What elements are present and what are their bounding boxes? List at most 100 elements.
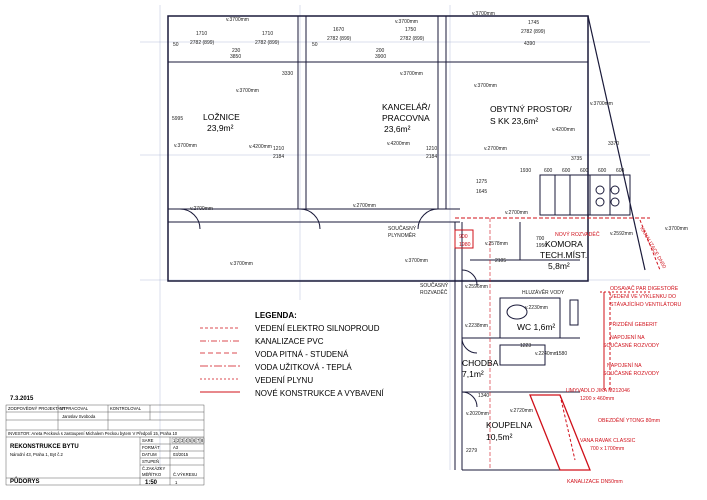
dim-label: 3330 (282, 71, 293, 77)
note-napojeni: SOUČASNÉ ROZVODY (603, 342, 660, 349)
height-label: v.2240mm (535, 351, 558, 357)
height-label: v.2596mm (465, 284, 488, 290)
dim-label: 1223 (520, 343, 531, 349)
tb-investor: INVESTOR: Aneta Pecková s zastoupení Mic… (8, 431, 178, 436)
height-label: v.2238mm (465, 323, 488, 329)
height-label: v.2700mm (505, 210, 528, 216)
note-odsavac: VEDENÍ VE VÝKLENKU DO (610, 293, 676, 300)
tb-lbl-cislo: Č.VÝKRESU (173, 472, 197, 477)
tb-val-format: A3 (173, 445, 179, 450)
height-label: v.2592mm (610, 231, 633, 237)
room-wc: WC 1,6m² (517, 322, 555, 332)
height-label: v.2700mm (484, 146, 507, 152)
note-vana: 700 x 1700mm (590, 446, 624, 452)
room-komora-name1: KOMORA (545, 239, 583, 249)
tb-drawing-name: PŮDORYS (10, 477, 39, 485)
dim-label: 2782 (899) (521, 29, 546, 35)
tb-header-projektant: ZODPOVĚDNÝ PROJEKTANT (8, 406, 66, 411)
tb-val-meritko: 1:50 (145, 480, 158, 486)
note-vana: VANA RAVAK CLASSIC (580, 438, 636, 444)
dim-label: 5995 (172, 116, 183, 122)
height-label: v.3700mm (405, 258, 428, 264)
height-label: v.2700mm (353, 203, 376, 209)
tb-author: Jaroslav Svoboda (62, 414, 96, 419)
height-labels: v.3700mm v.3700mm v.3700mm v.3700mm v.37… (174, 11, 688, 417)
dim-label: 1980 (459, 242, 471, 248)
dim-label: 4390 (524, 41, 535, 47)
height-label: v.2578mm (485, 241, 508, 247)
dim-label: 1275 (476, 179, 487, 185)
tb-header-kontroloval: KONTROLOVAL (110, 406, 142, 411)
height-label: v.4200mm (249, 144, 272, 150)
legend-item-label: NOVÉ KONSTRUKCE A VYBAVENÍ (255, 389, 385, 398)
height-label: v.2020mm (466, 411, 489, 417)
room-koupelna-name: KOUPELNA (486, 420, 533, 430)
note-prizdeni: PŘIZDĚNÍ GEBERIT (609, 320, 658, 328)
dim-label: 1645 (476, 189, 487, 195)
height-label: v.2720mm (510, 408, 533, 414)
note-umyvadlo: UMYVADLO JIKA M212046 (566, 388, 630, 394)
tb-address: Národní 43, Praha 1, Byt č.2 (10, 452, 64, 457)
tb-val-datum: 03/2015 (173, 452, 189, 457)
dim-label: 50 (312, 42, 318, 48)
dim-label: 3370 (608, 141, 619, 147)
walls (167, 15, 646, 471)
dim-label: 1930 (520, 168, 531, 174)
dim-label: 1710 (262, 31, 273, 37)
dim-label: 1580 (556, 351, 567, 357)
legend-item-label: VEDENÍ ELEKTRO SILNOPROUD (255, 324, 380, 333)
dim-label: 3900 (375, 54, 386, 60)
note-soucasny-rozvadec: ROZVADĚČ (420, 288, 448, 296)
legend-item-label: VEDENÍ PLYNU (255, 376, 313, 385)
grid-lines (140, 5, 650, 470)
sheet-number: 8 (201, 438, 204, 443)
dim-label: 600 (580, 168, 589, 174)
tb-lbl-format: FORMÁT (142, 445, 160, 450)
height-label: v.2700mm (190, 206, 213, 212)
legend-item-label: VODA PITNÁ - STUDENÁ (255, 350, 349, 359)
dim-label: 2782 (899) (327, 36, 352, 42)
room-obytny-name1: OBYTNÝ PROSTOR/ (490, 104, 572, 114)
room-komora-area: 5,8m² (548, 261, 570, 271)
dimension-labels: 1710 1710 2782 (899) 2782 (899) 1670 175… (172, 20, 625, 454)
new-structures (454, 217, 661, 471)
room-kancelar-name1: KANCELÁŘ/ (382, 102, 431, 112)
dim-label: 2782 (899) (190, 40, 215, 46)
dim-label: 3735 (571, 156, 582, 162)
room-kancelar-area: 23,6m² (384, 124, 411, 134)
note-soucasny-plynomer: PLYNOMĚR (388, 231, 416, 239)
dim-label: 1710 (196, 31, 207, 37)
dim-label: 1745 (528, 20, 539, 26)
room-chodba-area: 7,1m² (462, 369, 484, 379)
height-label: v.3700mm (226, 17, 249, 23)
dim-label: 3850 (230, 54, 241, 60)
height-label: v.4200mm (387, 141, 410, 147)
note-umyvadlo: 1200 x 460mm (580, 396, 614, 402)
tb-val-cislo: 1 (175, 480, 178, 485)
room-kancelar-name2: PRACOVNA (382, 113, 430, 123)
dim-label: 2279 (466, 448, 477, 454)
legend: LEGENDA: VEDENÍ ELEKTRO SILNOPROUD KANAL… (200, 311, 385, 398)
dim-label: 200 (376, 48, 385, 54)
dim-label: 700 (536, 236, 545, 242)
tb-header-vypracoval: VYPRACOVAL (60, 406, 89, 411)
note-obezdeni: OBEZDĚNÍ YTONG 80mm (598, 416, 660, 424)
drawing-date: 7.3.2015 (10, 396, 34, 402)
dim-label: 1340 (478, 393, 489, 399)
sheet-number: 3 (181, 438, 184, 443)
dim-label: 600 (616, 168, 625, 174)
sheet-number-box (199, 437, 205, 444)
note-napojeni: SOUČASNÉ ROZVODY (603, 370, 660, 377)
note-hluzaver: HLUZÁVĚR VODY (522, 288, 565, 296)
room-loznice-name: LOŽNICE (203, 112, 240, 122)
note-kanalizace-top: KANALIZACE DN50 (638, 226, 667, 270)
note-napojeni: NAPOJENÍ NA (607, 362, 642, 369)
dim-label: 1210 (426, 146, 437, 152)
height-label: v.4200mm (552, 127, 575, 133)
height-label: v.3700mm (472, 11, 495, 17)
legend-item-label: VODA UŽITKOVÁ - TEPLÁ (255, 363, 352, 372)
dim-label: 2782 (899) (400, 36, 425, 42)
note-novy-rozvadec: NOVÝ ROZVADĚČ (555, 230, 600, 238)
